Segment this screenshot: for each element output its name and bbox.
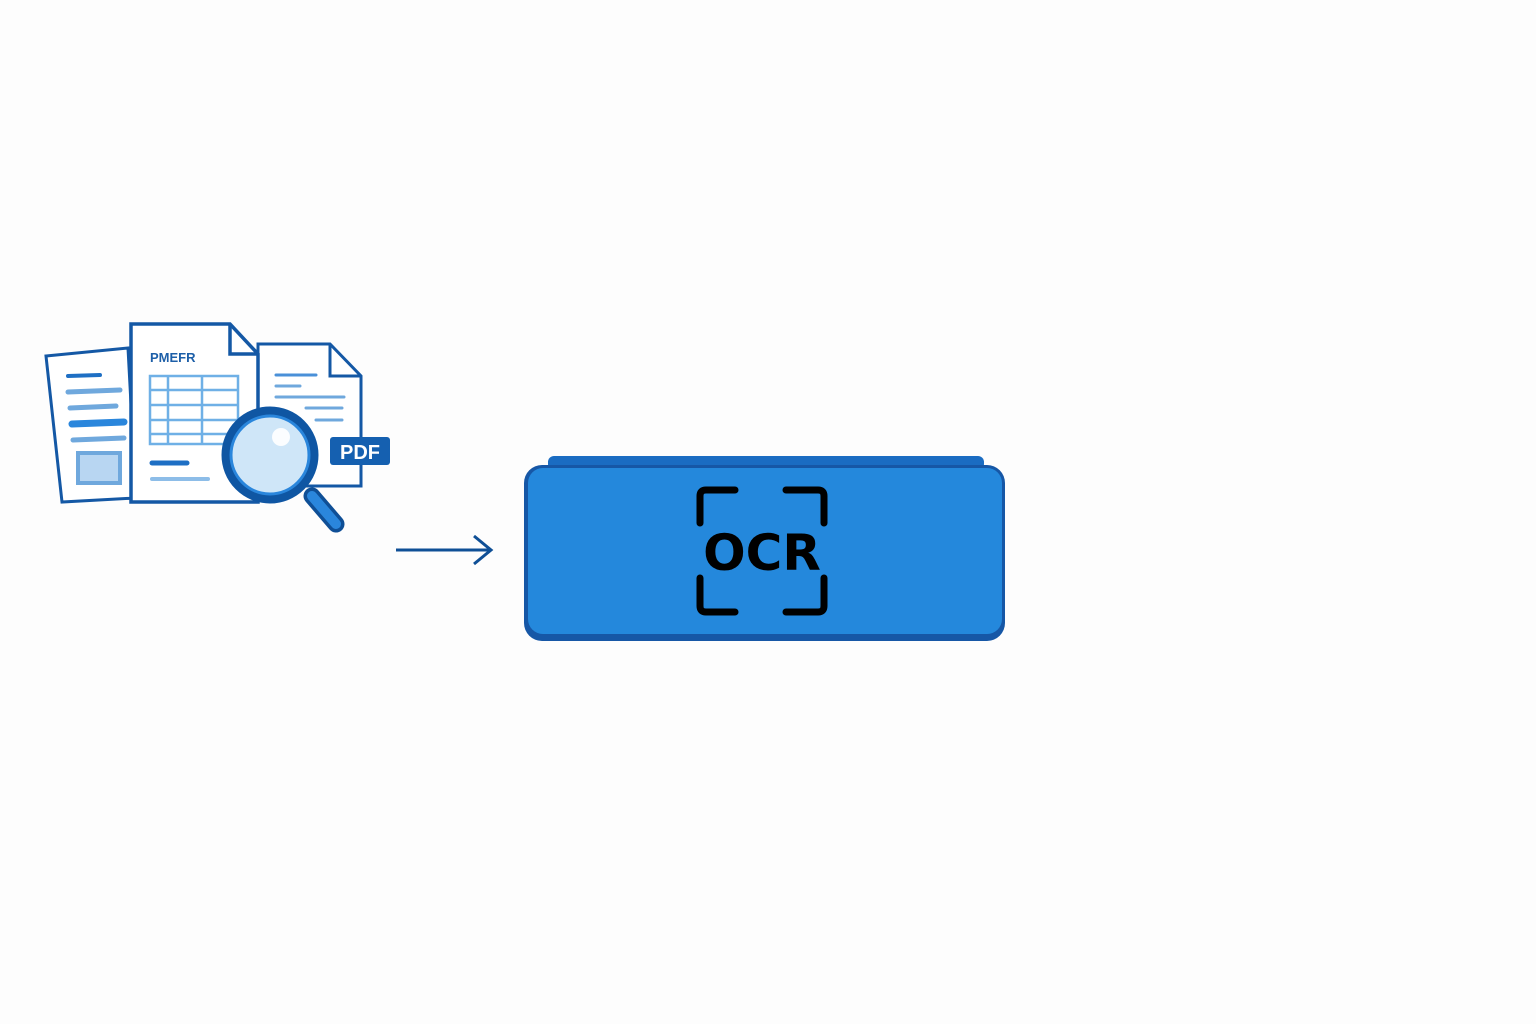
left-document-icon [44, 346, 138, 504]
document-title: PMEFR [150, 350, 196, 365]
ocr-label: OCR [703, 524, 821, 582]
pdf-badge: PDF [330, 437, 390, 465]
flow-arrow [396, 534, 494, 566]
svg-text:PDF: PDF [340, 442, 380, 464]
documents-illustration: PMEFR PDF [44, 322, 390, 533]
table-grid [148, 374, 240, 446]
scan-frame-icon [696, 486, 828, 616]
magnifying-glass-icon [221, 406, 345, 533]
ocr-process-box: OCR [524, 456, 1005, 641]
